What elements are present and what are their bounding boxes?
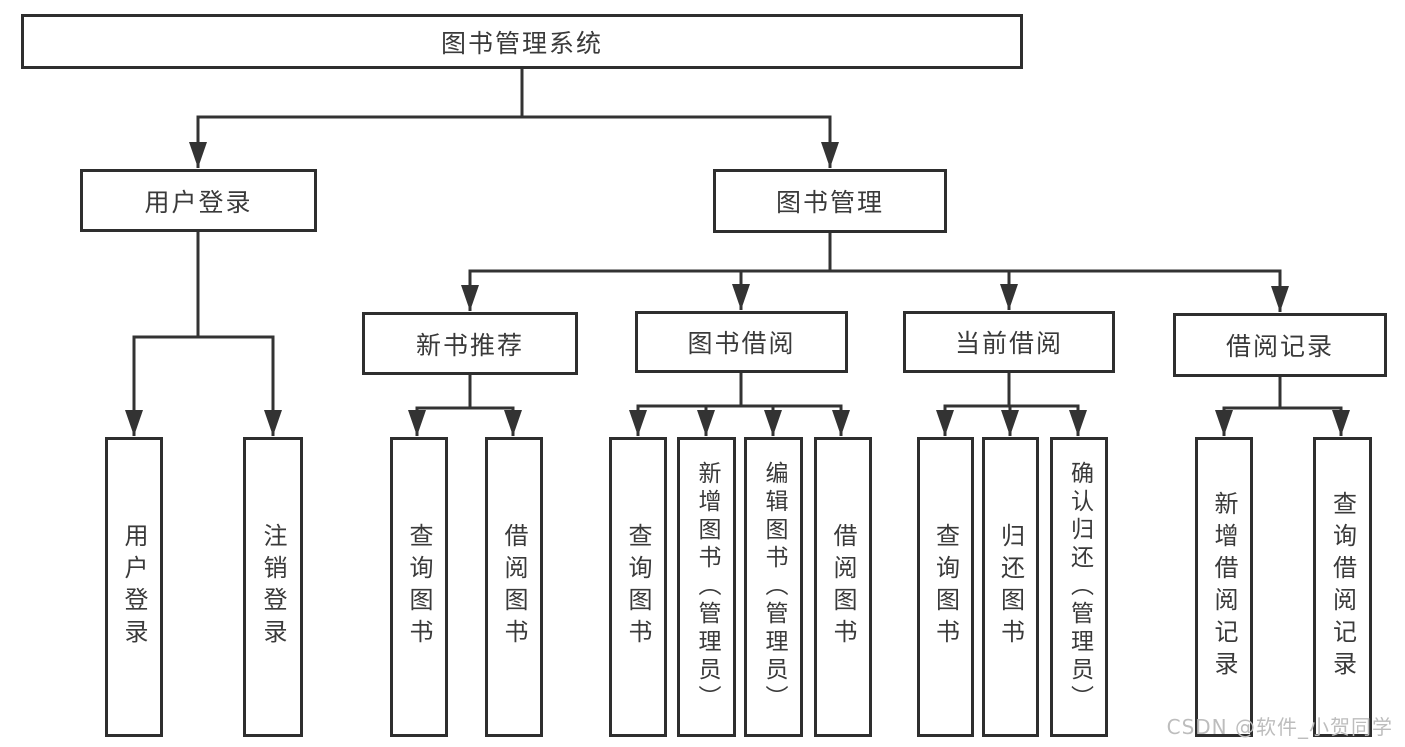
leaf-query-books-current: 查询图书 [917,437,974,737]
arrowhead [1215,410,1233,436]
connector-root-to-level2 [189,68,839,168]
arrowhead [936,410,954,436]
leaf-borrow-books: 借阅图书 [814,437,872,737]
leaf-label: 新增图书（管理员） [694,461,720,713]
leaf-label: 新增借阅记录 [1210,491,1238,683]
watermark: CSDN @软件_小贺同学 [1166,715,1393,739]
leaf-borrow-books-recommend: 借阅图书 [485,437,543,737]
arrowhead [504,410,522,436]
node-current-borrowing: 当前借阅 [903,311,1115,373]
arrowhead [1000,284,1018,310]
leaf-query-books-borrow: 查询图书 [609,437,667,737]
connector-current-borrow-children [936,373,1087,436]
leaf-label: 编辑图书（管理员） [761,461,787,713]
leaf-label: 归还图书 [996,523,1025,651]
connector-book-borrow-children [629,373,850,436]
node-borrow-records: 借阅记录 [1173,313,1387,377]
arrowhead [1069,410,1087,436]
leaf-label: 查询图书 [624,523,652,651]
arrowhead [1332,410,1350,436]
leaf-label: 用户登录 [120,523,148,651]
leaf-logout: 注销登录 [243,437,303,737]
arrowhead [125,410,143,436]
node-user-login: 用户登录 [80,169,317,232]
leaf-label: 注销登录 [259,523,287,651]
arrowhead [461,285,479,311]
arrowhead [832,410,850,436]
connector-borrow-records-children [1215,377,1350,436]
leaf-query-borrow-record: 查询借阅记录 [1313,437,1372,737]
leaf-query-books-recommend: 查询图书 [390,437,448,737]
leaf-user-login: 用户登录 [105,437,163,737]
arrowhead [629,410,647,436]
leaf-add-book-admin: 新增图书（管理员） [677,437,736,737]
arrowhead [189,142,207,168]
leaf-label: 查询图书 [931,523,960,651]
node-book-borrowing: 图书借阅 [635,311,848,373]
arrowhead [1271,286,1289,312]
connector-book-mgmt-children [461,233,1289,312]
node-new-book-recommend: 新书推荐 [362,312,578,375]
node-book-management: 图书管理 [713,169,947,233]
connector-user-login-children [125,232,282,436]
arrowhead [1001,410,1019,436]
leaf-label: 借阅图书 [829,523,857,651]
arrowhead [764,410,782,436]
connector-new-book-children [408,375,522,436]
leaf-label: 借阅图书 [500,523,528,651]
arrowhead [264,410,282,436]
leaf-add-borrow-record: 新增借阅记录 [1195,437,1253,737]
node-library-system: 图书管理系统 [21,14,1023,69]
arrowhead [697,410,715,436]
leaf-confirm-return-admin: 确认归还（管理员） [1050,437,1108,737]
leaf-return-book: 归还图书 [982,437,1039,737]
arrowhead [732,284,750,310]
arrowhead [408,410,426,436]
arrowhead [821,142,839,168]
leaf-label: 查询借阅记录 [1328,491,1357,683]
leaf-label: 查询图书 [405,523,433,651]
leaf-edit-book-admin: 编辑图书（管理员） [744,437,803,737]
leaf-label: 确认归还（管理员） [1066,461,1093,713]
